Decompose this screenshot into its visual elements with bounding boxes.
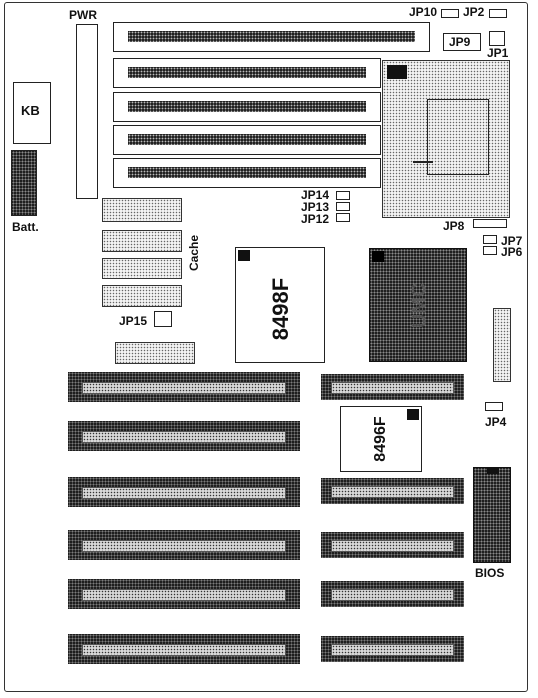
jp13-jumper xyxy=(336,202,350,211)
cache-chip-4 xyxy=(102,285,182,307)
simm-slot-2 xyxy=(113,58,381,88)
simm-slot-5 xyxy=(113,158,381,188)
tag-ram-chip xyxy=(115,342,195,364)
jp10-label: JP10 xyxy=(409,5,438,19)
chip-8498f: 8498F xyxy=(235,247,325,363)
jp6-label: JP6 xyxy=(501,245,523,259)
jp6-jumper xyxy=(483,246,497,255)
chip-umc: UMC xyxy=(369,248,467,362)
chip-8496f-label: 8496F xyxy=(372,416,389,462)
cache-chip-1 xyxy=(102,198,182,222)
jp14-label: JP14 xyxy=(301,188,330,202)
jp4-label: JP4 xyxy=(485,415,507,429)
cache-label: Cache xyxy=(187,234,202,272)
side-connector xyxy=(493,308,511,382)
isa-slot-4 xyxy=(68,530,300,560)
battery xyxy=(11,150,37,216)
jp8-label: JP8 xyxy=(443,219,465,233)
jp13-label: JP13 xyxy=(301,200,330,214)
jp12-jumper xyxy=(336,213,350,222)
cpu-socket xyxy=(382,60,510,218)
power-connector xyxy=(76,24,98,199)
jp9-label: JP9 xyxy=(449,35,471,49)
jp7-label: JP7 xyxy=(501,234,523,248)
bios-label: BIOS xyxy=(475,566,505,580)
bios-chip xyxy=(473,467,511,563)
chip-umc-label: UMC xyxy=(408,282,431,329)
simm-slot-3 xyxy=(113,92,381,122)
jp8-jumper xyxy=(473,219,507,228)
isa-ext-slot-4 xyxy=(321,581,464,607)
isa-slot-2 xyxy=(68,421,300,451)
isa-slot-6 xyxy=(68,634,300,664)
jp4-jumper xyxy=(485,402,503,411)
jp9-jumper xyxy=(443,33,481,51)
jp7-jumper xyxy=(483,235,497,244)
jp2-label: JP2 xyxy=(463,5,485,19)
jp15-jumper xyxy=(154,311,172,327)
cache-chip-2 xyxy=(102,230,182,252)
motherboard-outline xyxy=(4,2,528,692)
simm-slot-1 xyxy=(113,22,430,52)
kb-label: KB xyxy=(21,103,40,118)
simm-slot-4 xyxy=(113,125,381,155)
jp15-label: JP15 xyxy=(119,314,148,328)
keyboard-connector xyxy=(13,82,51,144)
jp12-label: JP12 xyxy=(301,212,330,226)
isa-ext-slot-1 xyxy=(321,374,464,400)
batt-label: Batt. xyxy=(12,220,39,234)
isa-slot-3 xyxy=(68,477,300,507)
pwr-label: PWR xyxy=(69,8,97,22)
jp2-jumper xyxy=(489,9,507,18)
jp14-jumper xyxy=(336,191,350,200)
isa-slot-5 xyxy=(68,579,300,609)
isa-ext-slot-5 xyxy=(321,636,464,662)
chip-8496f: 8496F xyxy=(340,406,422,472)
isa-ext-slot-2 xyxy=(321,478,464,504)
chip-8498f-label: 8498F xyxy=(268,277,293,341)
jp1-jumper xyxy=(489,31,505,46)
jp1-label: JP1 xyxy=(487,46,509,60)
isa-slot-1 xyxy=(68,372,300,402)
jp10-jumper xyxy=(441,9,459,18)
cache-chip-3 xyxy=(102,258,182,279)
isa-ext-slot-3 xyxy=(321,532,464,558)
